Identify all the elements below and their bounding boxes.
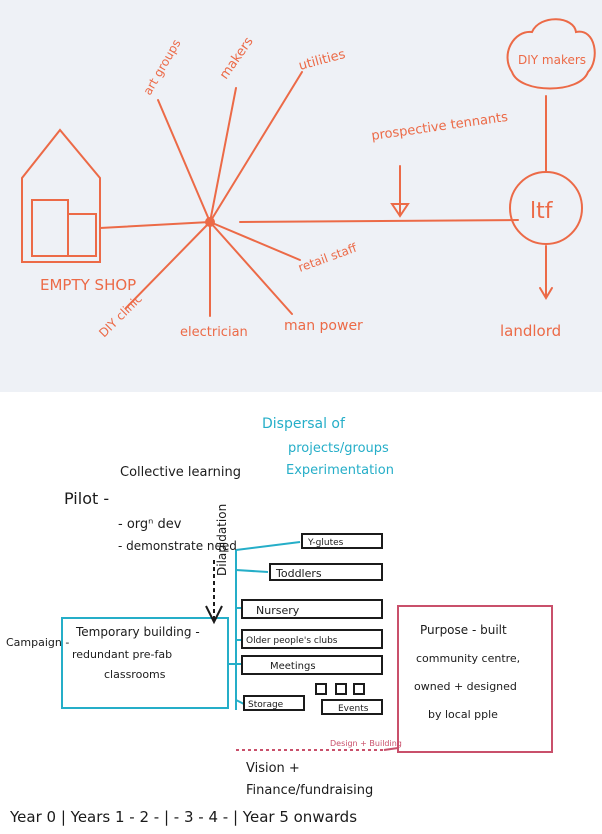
sheet-gap xyxy=(0,392,602,400)
landlord-label: landlord xyxy=(500,322,561,340)
empty-shop-label: EMPTY SHOP xyxy=(40,276,136,294)
purpose-built-line-2: community centre, xyxy=(416,652,520,665)
bar-older-people xyxy=(241,629,383,649)
utilities-label: utilities xyxy=(297,47,347,74)
ltf-label: ltf xyxy=(530,199,554,224)
shop-door xyxy=(67,213,97,257)
house-drawing xyxy=(21,128,101,263)
pilot-label: Pilot - xyxy=(64,489,109,508)
dispersal-label: Dispersal of xyxy=(262,416,346,432)
design-building-label: Design + Building xyxy=(330,739,402,748)
diy-makers-cloud xyxy=(506,18,596,90)
bar-events xyxy=(321,699,383,715)
bar-storage xyxy=(243,695,305,711)
bar-label-storage: Storage xyxy=(248,700,284,710)
top-sketch: EMPTY SHOP art groups makers utilities D… xyxy=(21,18,596,341)
diy-clinic-label: DIY clinic xyxy=(96,292,145,341)
diy-makers-label: DIY makers xyxy=(518,53,586,67)
experimentation-label: Experimentation xyxy=(286,463,394,478)
campaign-label: Campaign - xyxy=(6,636,69,649)
purpose-built-box xyxy=(397,605,553,753)
retail-staff-label: retail staff xyxy=(296,240,359,274)
org-dev-label: - orgⁿ dev xyxy=(118,517,182,532)
classrooms-label: classrooms xyxy=(104,668,166,681)
bar-label-nursery: Nursery xyxy=(256,604,300,617)
bar-toddlers xyxy=(269,563,383,581)
bar-nursery xyxy=(241,599,383,619)
bar-label-older-people: Older people's clubs xyxy=(246,636,338,646)
bar-y-glutes xyxy=(301,533,383,549)
bar-label-y-glutes: Y-glutes xyxy=(307,538,344,548)
bar-meetings xyxy=(241,655,383,675)
bar-label-toddlers: Toddlers xyxy=(275,567,322,580)
demonstrate-need-label: - demonstrate need xyxy=(118,539,237,553)
shop-window xyxy=(31,199,69,257)
finance-label: Finance/fundraising xyxy=(246,783,373,798)
art-groups-label: art groups xyxy=(140,37,183,98)
manpower-label: man power xyxy=(284,318,363,334)
electrician-label: electrician xyxy=(180,325,248,340)
bar-label-meetings: Meetings xyxy=(270,661,316,672)
vision-label: Vision + xyxy=(246,761,300,776)
bar-label-events: Events xyxy=(338,704,369,714)
temporary-label: Temporary building - xyxy=(75,625,200,639)
projects-groups-label: projects/groups xyxy=(288,441,389,456)
collective-label: Collective learning xyxy=(120,465,241,480)
makers-label: makers xyxy=(217,34,257,82)
bottom-sketch: Collective learning Pilot - - orgⁿ dev -… xyxy=(6,416,553,826)
prospective-tenants-label: prospective tennants xyxy=(370,110,509,144)
dilapidation-label: Dilapidation xyxy=(215,504,229,576)
purpose-built-line-4: by local pple xyxy=(428,708,498,721)
purpose-built-line-3: owned + designed xyxy=(414,680,517,693)
whiteboard-sheet-bottom: Collective learning Pilot - - orgⁿ dev -… xyxy=(0,400,602,834)
timeline-label: Year 0 | Years 1 - 2 - | - 3 - 4 - | Yea… xyxy=(9,808,357,826)
whiteboard-sheet-top: EMPTY SHOP art groups makers utilities D… xyxy=(0,0,602,392)
redundant-label: redundant pre-fab xyxy=(72,648,172,661)
purpose-built-line-1: Purpose - built xyxy=(420,623,507,637)
